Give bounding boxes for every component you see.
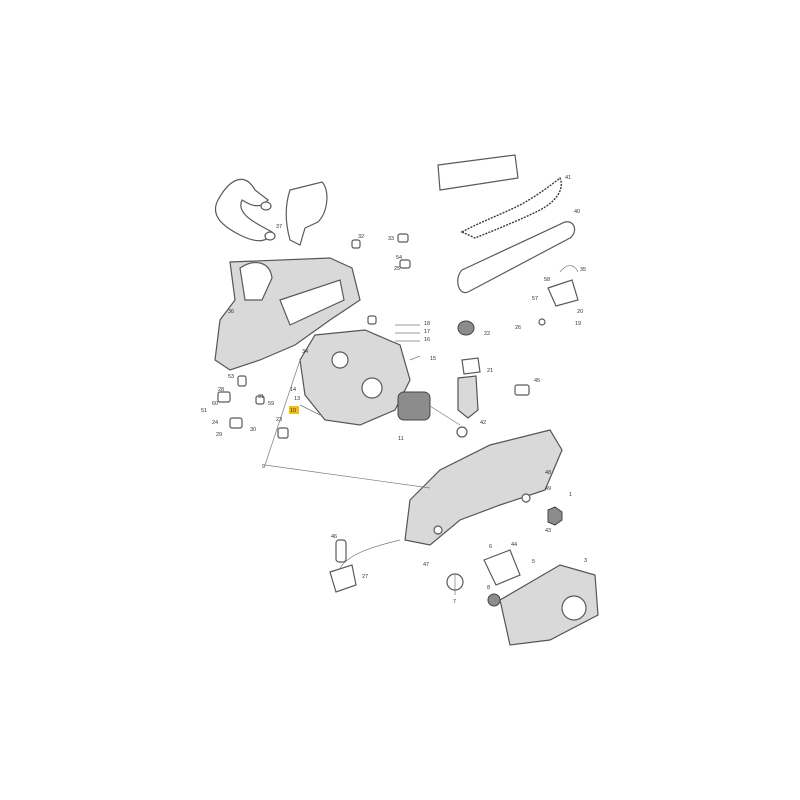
- ref-44: 44: [511, 542, 517, 548]
- ref-27: 27: [362, 574, 368, 580]
- ref-17: 17: [424, 329, 430, 335]
- ref-6: 6: [489, 544, 492, 550]
- ref-23: 23: [276, 417, 282, 423]
- rear-handle: [214, 178, 276, 242]
- motor-body: [299, 329, 411, 426]
- side-cover: [499, 564, 599, 646]
- hand-guard: [285, 181, 328, 246]
- ref-25: 25: [394, 266, 400, 272]
- ref-51: 51: [201, 408, 207, 414]
- ref-36: 36: [228, 309, 234, 315]
- ref-30: 30: [250, 427, 256, 433]
- power-cord: [329, 539, 401, 593]
- switch-parts: [217, 375, 289, 439]
- ref-8: 8: [487, 585, 490, 591]
- ref-20: 20: [577, 309, 583, 315]
- right-housing: [404, 429, 563, 546]
- ref-49: 49: [545, 486, 551, 492]
- ref-34: 34: [302, 349, 308, 355]
- ref-15: 15: [430, 356, 436, 362]
- ref-58: 58: [544, 277, 550, 283]
- ref-33: 33: [388, 236, 394, 242]
- upper-small-parts: [351, 233, 530, 396]
- guide-bar: [457, 221, 576, 294]
- ref-7: 7: [453, 599, 456, 605]
- ref-31: 31: [258, 394, 264, 400]
- ref-35: 35: [580, 267, 586, 273]
- ref-53: 53: [228, 374, 234, 380]
- ref-32: 32: [358, 234, 364, 240]
- ref-45: 45: [534, 378, 540, 384]
- ref-21: 21: [487, 368, 493, 374]
- ref-29: 29: [216, 432, 222, 438]
- tensioner-parts: [538, 265, 579, 326]
- ref-16: 16: [424, 337, 430, 343]
- ref-46: 46: [331, 534, 337, 540]
- ref-59: 59: [268, 401, 274, 407]
- ref-9: 9: [262, 464, 265, 470]
- label-plate: [437, 154, 519, 191]
- ref-41: 41: [565, 175, 571, 181]
- ref-37: 37: [276, 224, 282, 230]
- ref-40: 40: [574, 209, 580, 215]
- ref-28: 28: [218, 387, 224, 393]
- ref-14: 14: [290, 387, 296, 393]
- armature: [397, 391, 468, 438]
- left-housing: [214, 257, 361, 371]
- ref-24: 24: [212, 420, 218, 426]
- ref-48: 48: [545, 470, 551, 476]
- sprocket: [547, 506, 563, 526]
- ref-42: 42: [480, 420, 486, 426]
- reference-numbers: 1 3 5 6 7 8 9 10 11 13 14 15 16 17 18 19…: [201, 175, 587, 605]
- ref-47: 47: [423, 562, 429, 568]
- ref-18: 18: [424, 321, 430, 327]
- ref-43: 43: [545, 528, 551, 534]
- ref-60: 60: [212, 401, 218, 407]
- ref-19: 19: [575, 321, 581, 327]
- ref-5: 5: [532, 559, 535, 565]
- ref-22: 22: [484, 331, 490, 337]
- ref-1: 1: [569, 492, 572, 498]
- ref-13: 13: [294, 396, 300, 402]
- leader-lines: [264, 324, 431, 489]
- ref-3: 3: [584, 558, 587, 564]
- clutch-parts: [446, 549, 521, 607]
- oil-cap: [457, 320, 481, 419]
- highlight-marker: [289, 406, 299, 414]
- saw-chain: [460, 176, 562, 239]
- ref-54: 54: [396, 255, 402, 261]
- ref-11: 11: [398, 436, 404, 442]
- ref-10: 10: [290, 408, 296, 414]
- ref-57: 57: [532, 296, 538, 302]
- ref-26: 26: [515, 325, 521, 331]
